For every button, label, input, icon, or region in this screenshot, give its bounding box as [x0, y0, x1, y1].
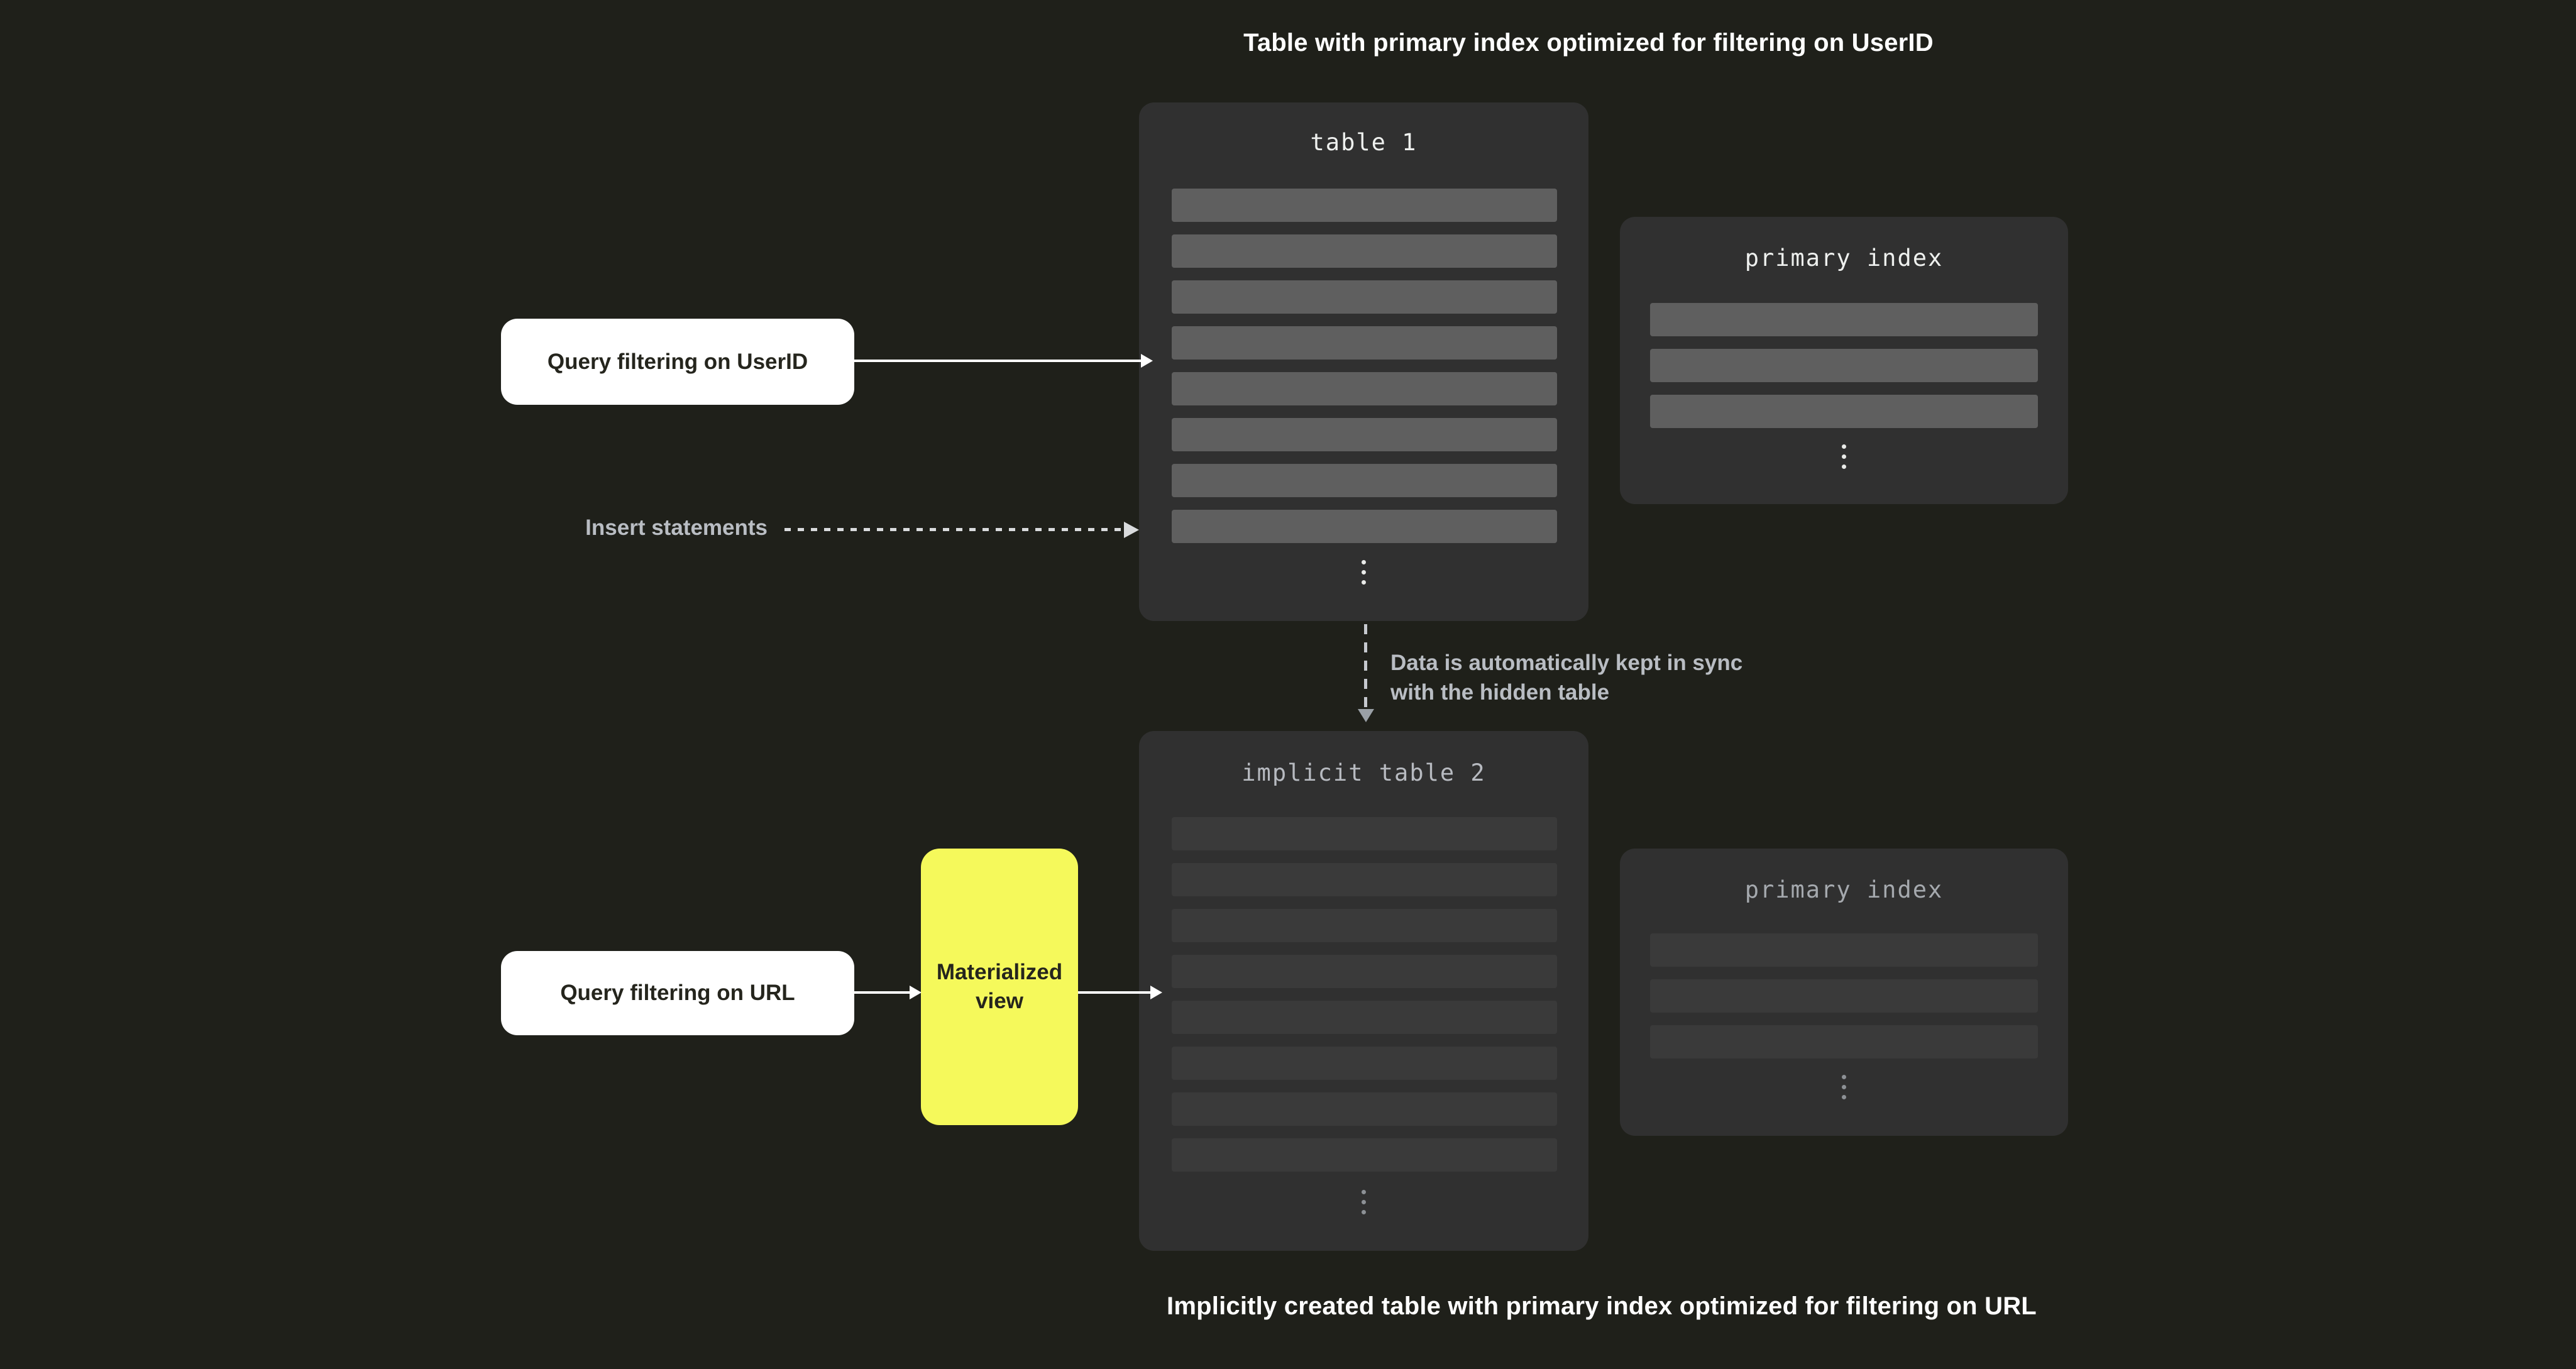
query-filtering-userid-node: Query filtering on UserID [501, 319, 854, 405]
arrowhead-right-icon [1124, 522, 1139, 538]
skeleton-row [1172, 1001, 1557, 1034]
skeleton-row [1172, 326, 1557, 360]
dashed-arrow-insert [784, 528, 1124, 531]
primary-index1-rows [1650, 303, 2038, 428]
skeleton-row [1172, 234, 1557, 268]
more-rows-ellipsis-icon [1620, 1075, 2068, 1099]
skeleton-row [1650, 979, 2038, 1013]
implicit-table2-panel: implicit table 2 [1139, 731, 1588, 1251]
sync-label-line1: Data is automatically kept in sync [1390, 651, 1743, 675]
skeleton-row [1172, 372, 1557, 405]
materialized-view-node: Materialized view [921, 849, 1078, 1125]
skeleton-row [1650, 933, 2038, 967]
skeleton-row [1172, 817, 1557, 850]
table1-rows [1172, 189, 1557, 543]
skeleton-row [1172, 510, 1557, 543]
skeleton-row [1172, 955, 1557, 988]
primary-index1-panel: primary index [1620, 217, 2068, 504]
skeleton-row [1172, 1047, 1557, 1080]
skeleton-row [1172, 189, 1557, 222]
primary-index2-panel: primary index [1620, 849, 2068, 1136]
skeleton-row [1172, 280, 1557, 314]
skeleton-row [1650, 1025, 2038, 1058]
arrowhead-right-icon [1141, 354, 1153, 368]
table1-title: table 1 [1310, 129, 1417, 156]
caption-bottom: Implicitly created table with primary in… [1167, 1292, 2037, 1320]
arrow-url-to-matview [854, 991, 911, 994]
skeleton-row [1650, 303, 2038, 336]
arrowhead-right-icon [1150, 986, 1162, 999]
arrowhead-right-icon [910, 986, 922, 999]
primary-index1-title: primary index [1744, 245, 1944, 272]
sync-label-line2: with the hidden table [1390, 680, 1610, 705]
query-filtering-url-node: Query filtering on URL [501, 951, 854, 1035]
skeleton-row [1172, 418, 1557, 451]
primary-index2-title: primary index [1744, 876, 1944, 903]
table1-panel: table 1 [1139, 102, 1588, 621]
arrowhead-down-icon [1358, 709, 1374, 722]
more-rows-ellipsis-icon [1139, 560, 1588, 585]
skeleton-row [1172, 909, 1557, 942]
sync-label: Data is automatically kept in sync with … [1390, 648, 1742, 707]
implicit-table2-title: implicit table 2 [1241, 759, 1486, 786]
arrow-matview-to-table2 [1078, 991, 1152, 994]
skeleton-row [1650, 395, 2038, 428]
primary-index2-rows [1650, 933, 2038, 1058]
skeleton-row [1172, 464, 1557, 497]
more-rows-ellipsis-icon [1620, 444, 2068, 469]
skeleton-row [1172, 1138, 1557, 1172]
skeleton-row [1172, 863, 1557, 896]
caption-top: Table with primary index optimized for f… [1243, 29, 1934, 57]
dashed-arrow-sync [1364, 624, 1367, 711]
skeleton-row [1650, 349, 2038, 382]
insert-statements-label: Insert statements [585, 515, 768, 540]
implicit-table2-rows [1172, 817, 1557, 1172]
skeleton-row [1172, 1092, 1557, 1126]
arrow-userid-to-table1 [854, 360, 1142, 362]
more-rows-ellipsis-icon [1139, 1190, 1588, 1214]
